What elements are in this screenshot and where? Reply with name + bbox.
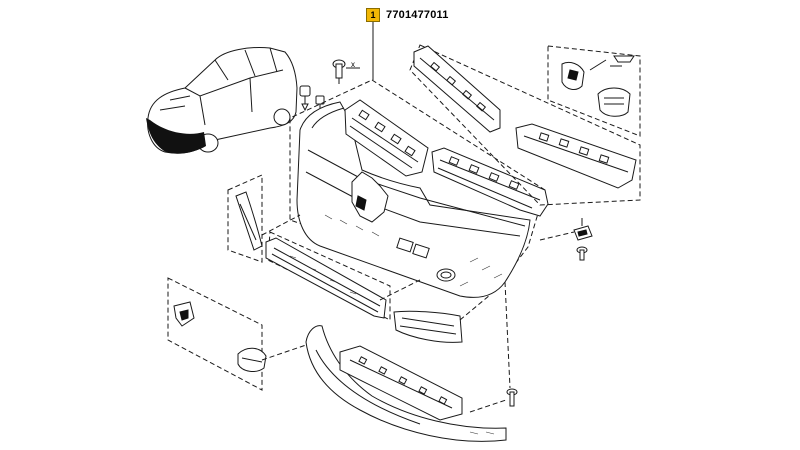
fog-lamp-bracket <box>547 45 641 137</box>
lower-spoiler <box>305 325 507 442</box>
energy-absorber-upper-left <box>344 99 429 177</box>
lower-grille-strip <box>265 231 391 321</box>
fog-lamp-covers <box>167 277 267 391</box>
bolt-top <box>332 59 360 84</box>
vehicle-thumbnail <box>146 47 298 154</box>
front-bumper-cover <box>289 79 546 298</box>
part-callout[interactable]: 1 7701477011 <box>366 8 449 22</box>
assembly-guide-lines <box>261 214 511 389</box>
side-clip-bolt <box>539 218 593 261</box>
callout-index-badge: 1 <box>366 8 380 22</box>
screw-quantity-mark: x <box>351 60 355 69</box>
under-deflector <box>339 345 463 421</box>
side-trim-left <box>227 174 263 263</box>
lower-trim-right <box>393 310 463 343</box>
grille-insert-upper <box>409 44 641 206</box>
energy-absorber-upper-center <box>431 147 549 217</box>
retaining-clip <box>299 85 311 112</box>
part-number-label: 7701477011 <box>386 9 449 21</box>
bolt-lower <box>469 388 518 413</box>
grille-insert-right <box>515 123 637 189</box>
